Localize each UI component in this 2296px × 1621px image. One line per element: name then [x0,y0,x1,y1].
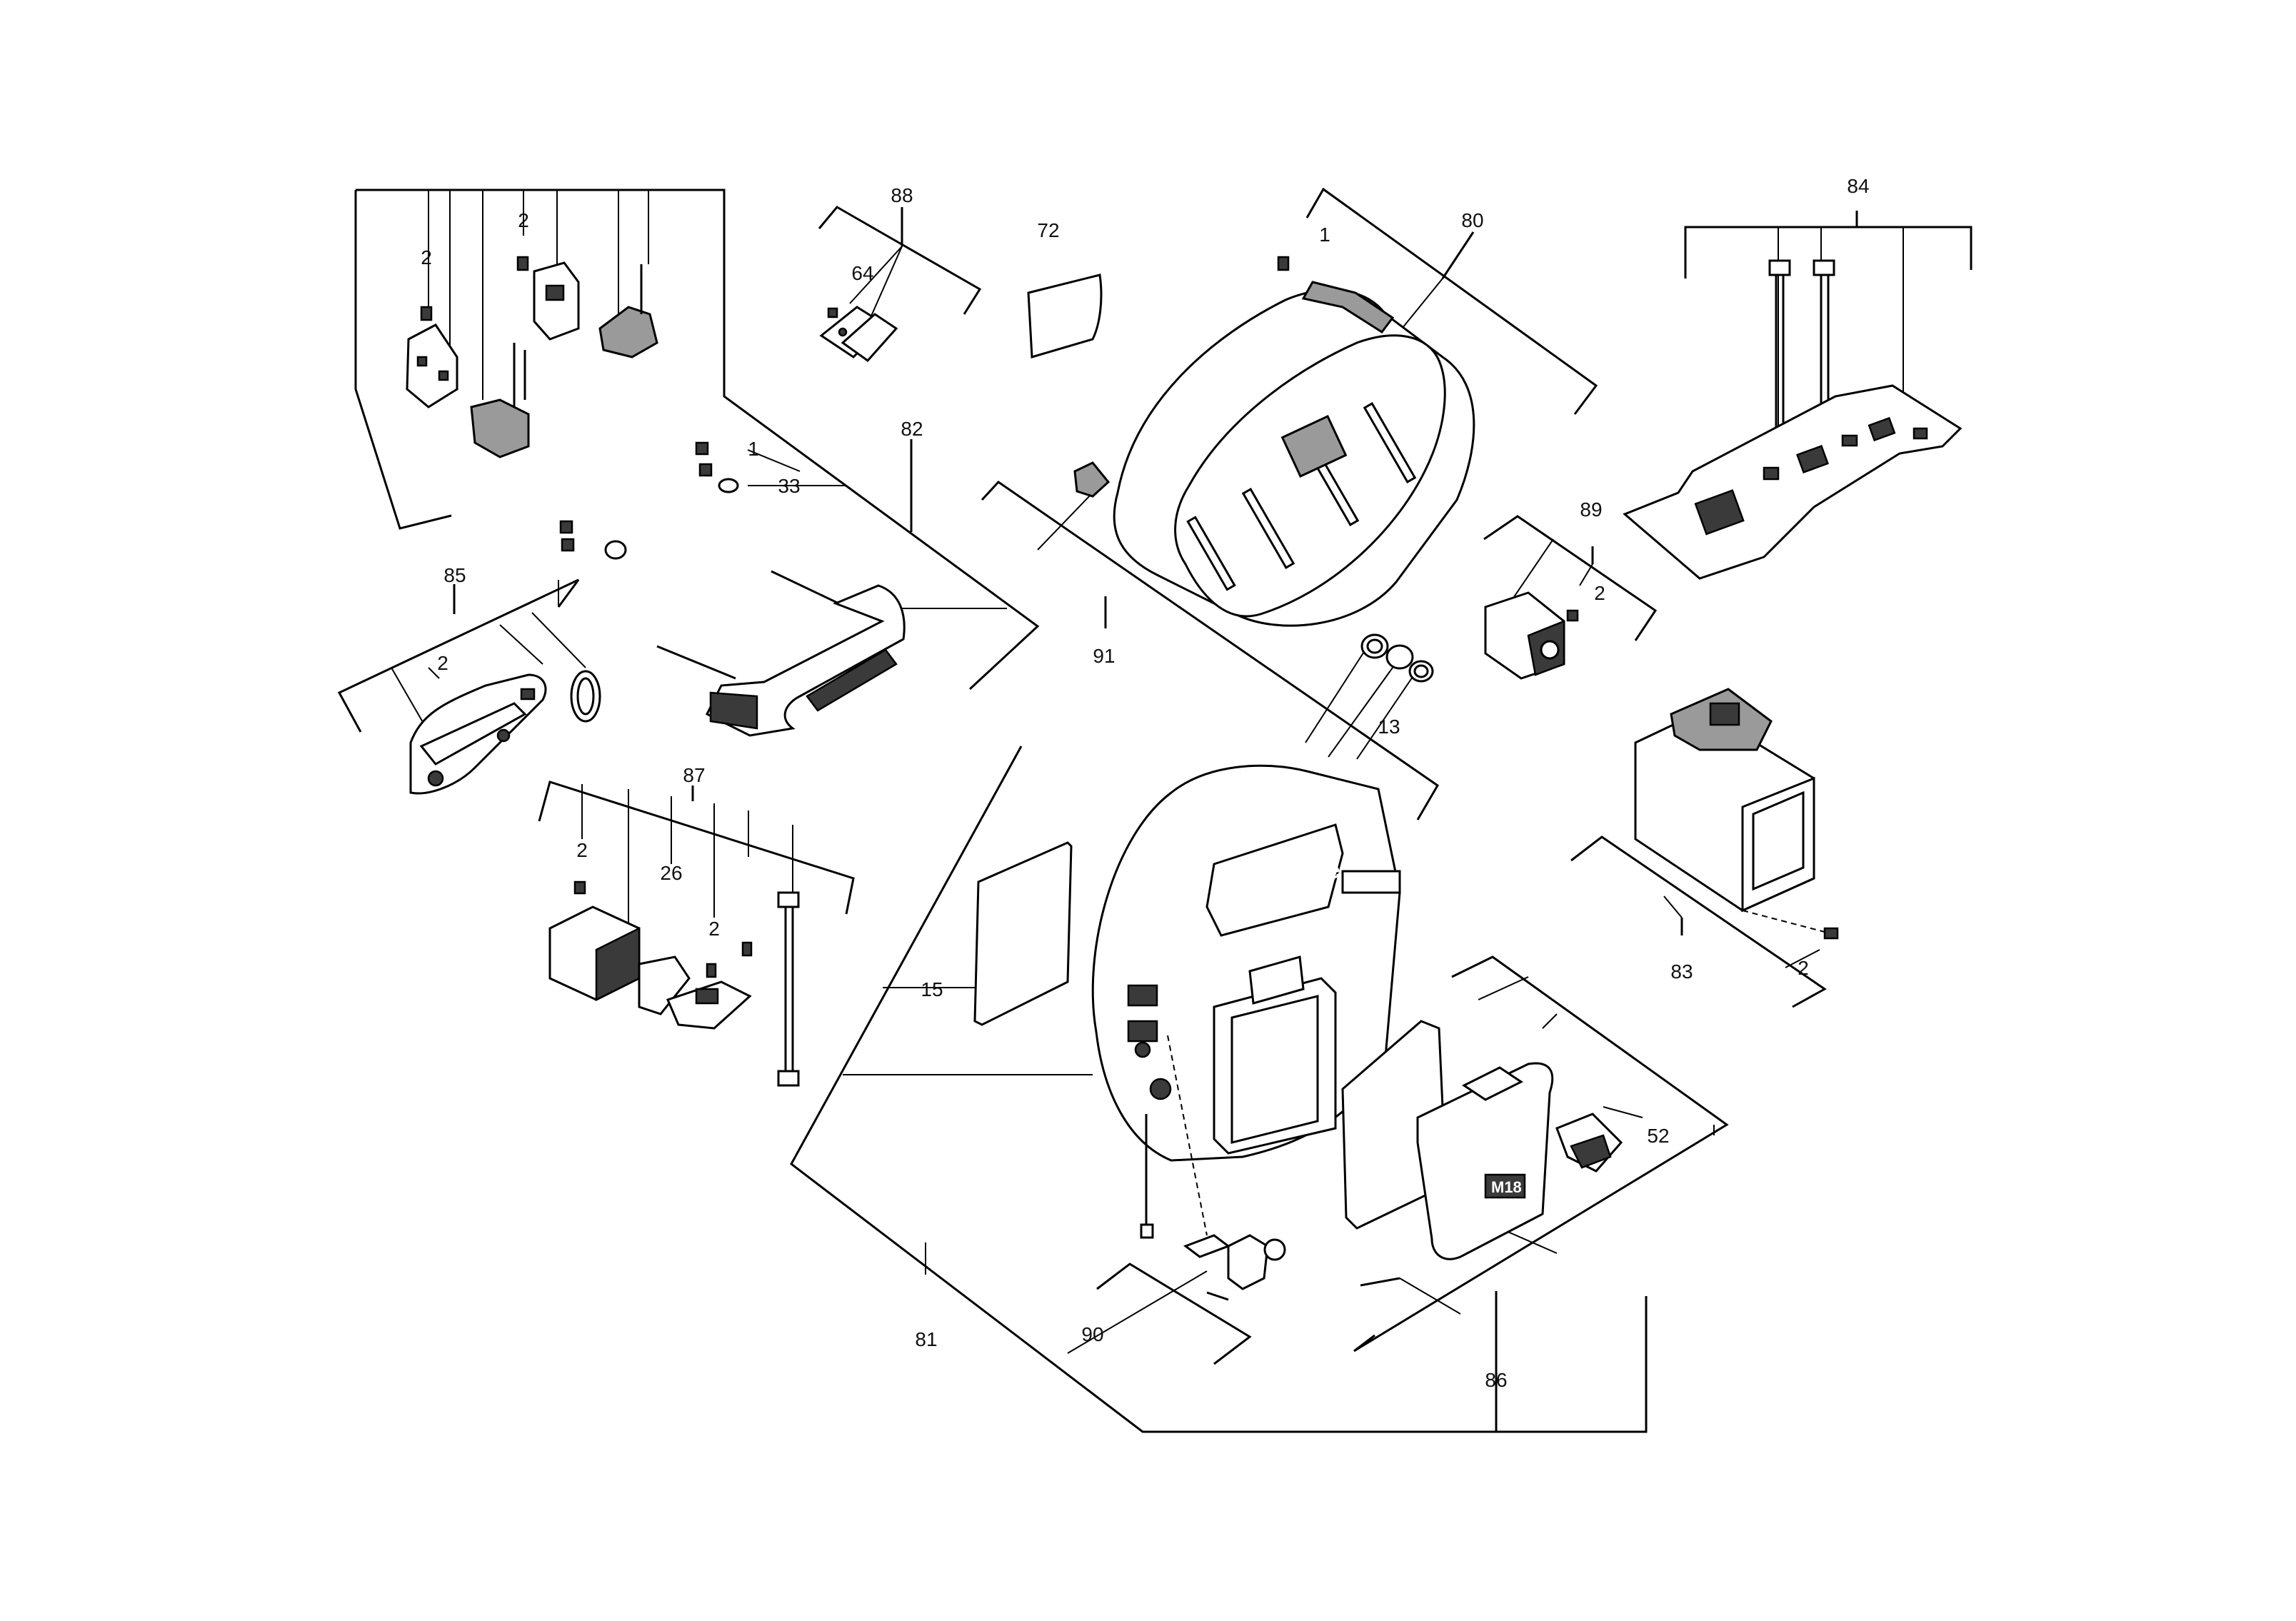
callout-labels: 2 2 88 64 72 1 80 84 1 33 82 89 2 85 2 9… [421,175,1869,1391]
callout-80: 80 [1461,209,1483,231]
callout-2c: 2 [1594,582,1605,604]
circuit-board-icon [1623,259,1962,580]
rear-housing-icon [1073,256,1475,627]
callout-2a: 2 [421,246,432,269]
parts: Milwaukee M18 [406,256,1962,1301]
callout-26: 26 [660,862,682,884]
label-sheet-icon [1027,273,1103,358]
battery-bay-icon [1634,688,1839,940]
callout-90: 90 [1081,1323,1103,1345]
o-ring-icon [604,478,739,560]
bracket-plate-icon [406,261,580,408]
plate-gasket-icon [819,306,898,363]
callout-2e: 2 [576,839,588,861]
callout-2f: 2 [708,918,720,940]
handle-icon [656,570,906,737]
battery-label: M18 [1491,1178,1522,1196]
screw-icon [420,256,713,552]
washer-icon [1360,633,1434,683]
latch-icon [470,264,658,458]
jack-module-icon [1484,591,1579,680]
callout-15: 15 [921,978,943,1000]
callout-83: 83 [1670,960,1693,983]
callout-2d: 2 [437,652,448,674]
callout-84: 84 [1847,175,1869,197]
callout-87: 87 [683,764,705,786]
callout-2b: 2 [518,209,529,231]
callout-86: 86 [1485,1369,1507,1391]
callout-13: 13 [1378,716,1400,738]
callout-85: 85 [443,564,466,586]
callout-88: 88 [891,184,913,206]
callout-89: 89 [1580,498,1602,521]
gasket-icon [973,841,1073,1026]
callout-1a: 1 [1319,224,1330,246]
front-housing-icon: Milwaukee [1091,764,1401,1239]
callout-81: 81 [915,1328,937,1350]
switch-icon [1183,1234,1286,1301]
callout-33: 33 [778,475,800,497]
callout-64: 64 [851,262,873,284]
callout-52: 52 [1647,1125,1669,1147]
side-cover-icon [409,670,601,795]
callout-2g: 2 [1798,957,1809,979]
callout-1b: 1 [748,438,759,460]
callout-91: 91 [1093,645,1115,667]
callout-72: 72 [1037,219,1059,241]
callout-82: 82 [901,418,923,440]
control-housing-icon [548,880,800,1087]
battery-cover-icon: M18 [1341,1020,1623,1287]
